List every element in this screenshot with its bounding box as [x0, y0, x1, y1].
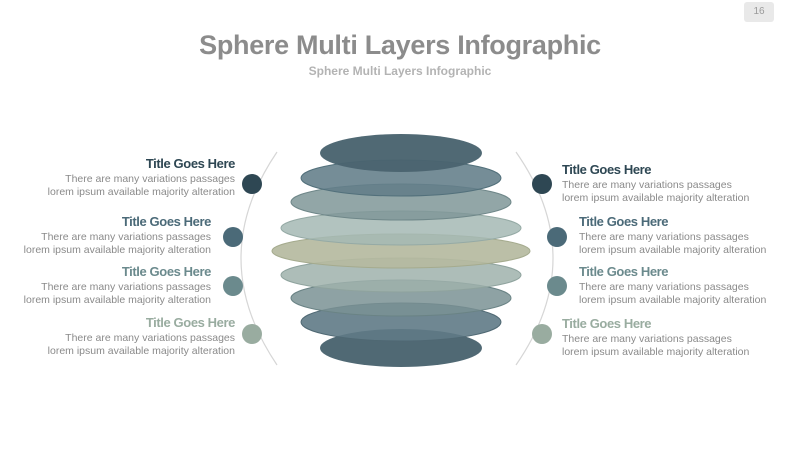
right-item-1-title: Title Goes Here: [562, 162, 652, 177]
page-number-badge: 16: [744, 2, 774, 22]
left-item-2-line2: lorem ipsum available majority alteratio…: [23, 244, 211, 256]
left-item-1-desc: There are many variations passages lorem…: [0, 173, 235, 199]
left-item-1-line2: lorem ipsum available majority alteratio…: [47, 186, 235, 198]
right-item-2-title: Title Goes Here: [579, 214, 669, 229]
right-item-3-desc: There are many variations passages lorem…: [579, 281, 800, 307]
left-item-4-desc: There are many variations passages lorem…: [0, 332, 235, 358]
right-item-3: Title Goes Here There are many variation…: [579, 264, 800, 307]
right-marker-1: [532, 174, 552, 194]
right-marker-4: [532, 324, 552, 344]
left-item-2-line1: There are many variations passages: [41, 231, 211, 243]
right-item-4-line2: lorem ipsum available majority alteratio…: [562, 346, 750, 358]
left-item-1-line1: There are many variations passages: [65, 173, 235, 185]
right-item-2: Title Goes Here There are many variation…: [579, 214, 800, 257]
right-item-2-line2: lorem ipsum available majority alteratio…: [579, 244, 767, 256]
right-item-3-title: Title Goes Here: [579, 264, 669, 279]
left-item-4-title: Title Goes Here: [145, 315, 236, 330]
slide-subtitle: Sphere Multi Layers Infographic: [308, 64, 492, 78]
right-item-1: Title Goes Here There are many variation…: [562, 162, 800, 205]
right-item-1-line2: lorem ipsum available majority alteratio…: [562, 192, 750, 204]
right-marker-2: [547, 227, 567, 247]
left-marker-1: [242, 174, 262, 194]
right-item-1-line1: There are many variations passages: [562, 179, 732, 191]
sphere-layer-1: [320, 134, 482, 172]
left-item-3-line2: lorem ipsum available majority alteratio…: [23, 294, 211, 306]
right-item-1-desc: There are many variations passages lorem…: [562, 179, 800, 205]
right-item-4-desc: There are many variations passages lorem…: [562, 333, 800, 359]
left-connector-arc: [240, 151, 278, 366]
right-item-4-title: Title Goes Here: [562, 316, 652, 331]
right-item-2-line1: There are many variations passages: [579, 231, 749, 243]
left-item-3: Title Goes Here There are many variation…: [0, 264, 212, 307]
left-item-4: Title Goes Here There are many variation…: [0, 315, 236, 358]
right-item-2-desc: There are many variations passages lorem…: [579, 231, 800, 257]
right-item-3-line1: There are many variations passages: [579, 281, 749, 293]
left-item-3-title: Title Goes Here: [121, 264, 212, 279]
left-item-1-title: Title Goes Here: [145, 156, 236, 171]
left-marker-3: [223, 276, 243, 296]
left-item-2-desc: There are many variations passages lorem…: [0, 231, 211, 257]
left-item-2-title: Title Goes Here: [121, 214, 212, 229]
left-item-1: Title Goes Here There are many variation…: [0, 156, 236, 199]
slide-title: Sphere Multi Layers Infographic: [199, 30, 601, 60]
left-item-2: Title Goes Here There are many variation…: [0, 214, 212, 257]
left-item-3-desc: There are many variations passages lorem…: [0, 281, 211, 307]
right-item-3-line2: lorem ipsum available majority alteratio…: [579, 294, 767, 306]
right-item-4-line1: There are many variations passages: [562, 333, 732, 345]
left-item-4-line1: There are many variations passages: [65, 332, 235, 344]
left-marker-4: [242, 324, 262, 344]
left-item-4-line2: lorem ipsum available majority alteratio…: [47, 345, 235, 357]
left-marker-2: [223, 227, 243, 247]
left-item-3-line1: There are many variations passages: [41, 281, 211, 293]
right-connector-arc: [515, 151, 554, 366]
right-marker-3: [547, 276, 567, 296]
right-item-4: Title Goes Here There are many variation…: [562, 316, 800, 359]
